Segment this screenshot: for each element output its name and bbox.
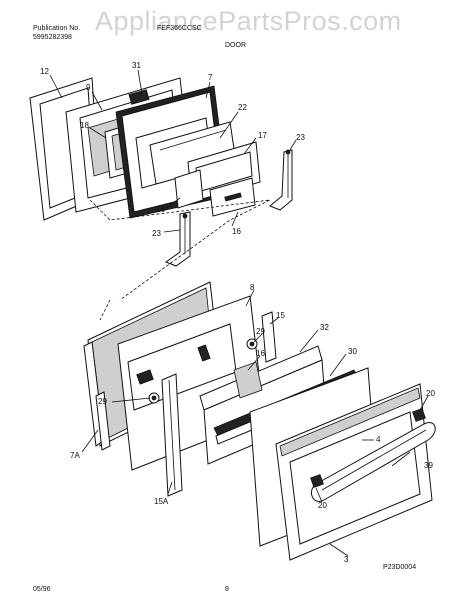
callout-16-lower: 16	[256, 349, 265, 358]
callout-18: 18	[80, 121, 89, 130]
callout-29-upper: 29	[256, 327, 265, 336]
callout-23-right: 23	[296, 133, 305, 142]
callout-20-right: 20	[426, 389, 435, 398]
publication-label: Publication No.	[33, 25, 81, 32]
part-20-handle-cap-left	[310, 474, 324, 488]
part-16-spacer-upper	[174, 169, 256, 217]
callout-32: 32	[320, 323, 329, 332]
part-20-handle-cap-right	[412, 408, 426, 422]
watermark: AppliancePartsPros.com	[95, 6, 402, 36]
callout-7a: 7A	[70, 451, 80, 460]
part-29-screw-lower	[148, 392, 160, 404]
callout-30: 30	[348, 347, 357, 356]
callout-17: 17	[258, 131, 267, 140]
callout-31: 31	[132, 61, 141, 70]
callout-3: 3	[344, 555, 349, 564]
callout-7: 7	[208, 73, 213, 82]
callout-39: 39	[424, 461, 433, 470]
part-23-hinge-left	[164, 211, 191, 267]
part-23-hinge-right	[269, 149, 293, 211]
callout-20-left: 20	[318, 501, 327, 510]
callout-4: 4	[376, 435, 381, 444]
part-15-hinge-channel	[261, 311, 277, 363]
leader-lines	[49, 69, 429, 557]
model-number: FEF366CCSC	[157, 25, 202, 32]
part-7a-side-trim	[95, 391, 111, 451]
callout-8: 8	[250, 283, 255, 292]
callout-29-lower: 29	[98, 397, 107, 406]
part-16-spacer-lower	[233, 361, 263, 399]
footer-page: 8	[225, 586, 229, 593]
footer-date: 05/96	[33, 586, 51, 593]
section-title: DOOR	[225, 42, 246, 49]
callout-12: 12	[40, 67, 49, 76]
callout-16-upper-right: 16	[232, 227, 241, 236]
part-39-door-handle	[311, 422, 436, 502]
callout-16-upper-left: 16	[156, 205, 165, 214]
callout-15a: 15A	[154, 497, 169, 506]
publication-number: 5995282398	[33, 34, 72, 41]
drawing-id: P23D0004	[383, 564, 417, 571]
callout-22: 22	[238, 103, 247, 112]
callout-23-left: 23	[152, 229, 161, 238]
part-15a-hinge-channel	[161, 373, 183, 497]
callout-15: 15	[276, 311, 285, 320]
callout-9: 9	[86, 83, 91, 92]
